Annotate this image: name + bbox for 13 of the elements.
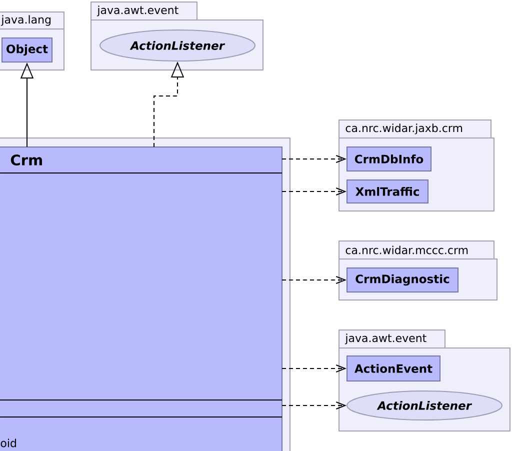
dependency-arrow bbox=[282, 188, 346, 196]
dependency-arrow bbox=[282, 155, 346, 163]
dependency-arrow bbox=[282, 402, 346, 410]
class-box: Object bbox=[2, 38, 52, 62]
class-box: Crm oid bbox=[0, 146, 282, 451]
dependency-arrow bbox=[282, 276, 346, 284]
package-label: java.awt.event bbox=[97, 6, 178, 16]
package-label: java.awt.event bbox=[345, 334, 426, 344]
dependency-arrow bbox=[282, 364, 346, 372]
package-label: ca.nrc.widar.mccc.crm bbox=[346, 246, 468, 254]
package-label: java.lang bbox=[1, 15, 51, 26]
package-label: ca.nrc.widar.jaxb.crm bbox=[346, 124, 462, 134]
class-box: CrmDiagnostic bbox=[346, 268, 458, 292]
